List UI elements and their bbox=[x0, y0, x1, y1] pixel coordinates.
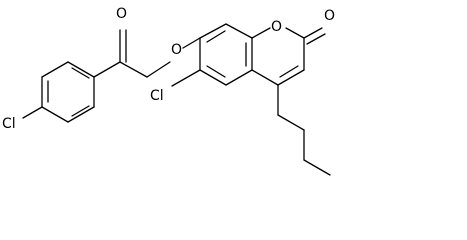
atom-o-ring: O bbox=[271, 19, 282, 35]
structure-diagram: Cl O O O O Cl bbox=[2, 6, 335, 176]
bond bbox=[119, 61, 148, 78]
double-bond-inner bbox=[206, 30, 226, 43]
pyranone-ring bbox=[251, 27, 305, 86]
double-bond-inner bbox=[279, 65, 299, 78]
benzo-ring bbox=[199, 23, 253, 86]
bond bbox=[171, 69, 201, 87]
bond bbox=[146, 61, 171, 78]
atom-cl-ring: Cl bbox=[150, 88, 164, 104]
molecule-drawing: Cl O O O O Cl bbox=[2, 6, 335, 176]
bond bbox=[199, 69, 227, 86]
double-bond-inner bbox=[71, 67, 90, 79]
bond bbox=[277, 69, 305, 86]
bond bbox=[303, 27, 323, 39]
bond bbox=[22, 106, 43, 119]
bond bbox=[93, 61, 121, 78]
double-bond-inner bbox=[306, 33, 326, 45]
bond bbox=[277, 114, 305, 131]
double-bond-inner bbox=[71, 105, 90, 117]
atom-o-ether: O bbox=[171, 42, 182, 58]
atom-cl-left: Cl bbox=[2, 116, 16, 132]
bond bbox=[67, 106, 95, 123]
bond bbox=[182, 37, 201, 49]
double-bond-inner bbox=[206, 65, 226, 78]
bond bbox=[41, 61, 69, 78]
bond bbox=[225, 69, 253, 86]
bond bbox=[67, 61, 95, 78]
atom-o-lactone: O bbox=[324, 8, 335, 24]
atom-o-ketone: O bbox=[116, 6, 127, 22]
bond bbox=[225, 23, 253, 39]
bond bbox=[303, 159, 331, 176]
bond bbox=[199, 23, 227, 39]
bond bbox=[285, 27, 305, 39]
chlorophenyl-ring bbox=[41, 61, 95, 123]
bond bbox=[251, 27, 271, 39]
bond bbox=[251, 69, 279, 86]
bond bbox=[41, 106, 69, 123]
